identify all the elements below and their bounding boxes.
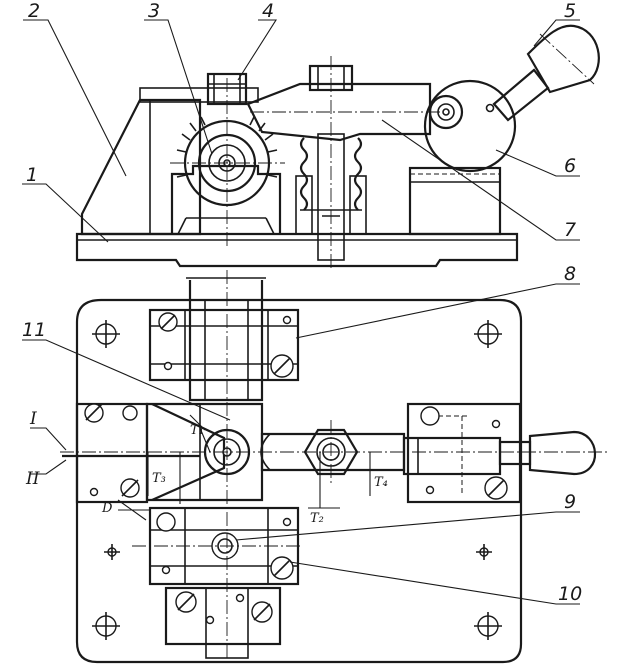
- callout-9: 9: [564, 491, 576, 513]
- dim-T3: T₃: [152, 471, 166, 486]
- base-plate-plan: [75, 298, 523, 664]
- callout-11: 11: [22, 319, 46, 341]
- callout-3: 3: [148, 0, 160, 22]
- base-plate-front: [75, 232, 519, 268]
- hex-nut: [303, 428, 359, 476]
- section-I: I: [29, 409, 37, 429]
- callout-2: 2: [28, 0, 40, 22]
- dim-D: D: [101, 501, 113, 516]
- dim-T1: T₁: [190, 423, 204, 438]
- plan-view: [60, 270, 610, 666]
- cam-disc: [423, 79, 517, 173]
- clamp-lever: [246, 82, 432, 142]
- callout-4: 4: [262, 0, 274, 22]
- leader-lines: [22, 19, 580, 605]
- upper-block: [148, 308, 300, 382]
- callout-8: 8: [564, 263, 576, 285]
- bracket-body: [80, 98, 202, 236]
- callout-5: 5: [564, 0, 576, 22]
- callout-labels: 2 3 4 5 1 6 7 8 11 9 10 I II T₁ T₃ T₂ T₄…: [22, 0, 582, 605]
- section-II: II: [25, 469, 40, 489]
- callout-7: 7: [564, 219, 576, 241]
- callout-1: 1: [26, 164, 38, 186]
- callout-6: 6: [564, 155, 576, 177]
- callout-10: 10: [558, 583, 582, 605]
- dim-T2: T₂: [310, 511, 324, 526]
- front-view: [75, 24, 600, 270]
- dimension-lines: [117, 427, 371, 521]
- corner-holes: [92, 320, 502, 640]
- dim-T4: T₄: [374, 475, 388, 490]
